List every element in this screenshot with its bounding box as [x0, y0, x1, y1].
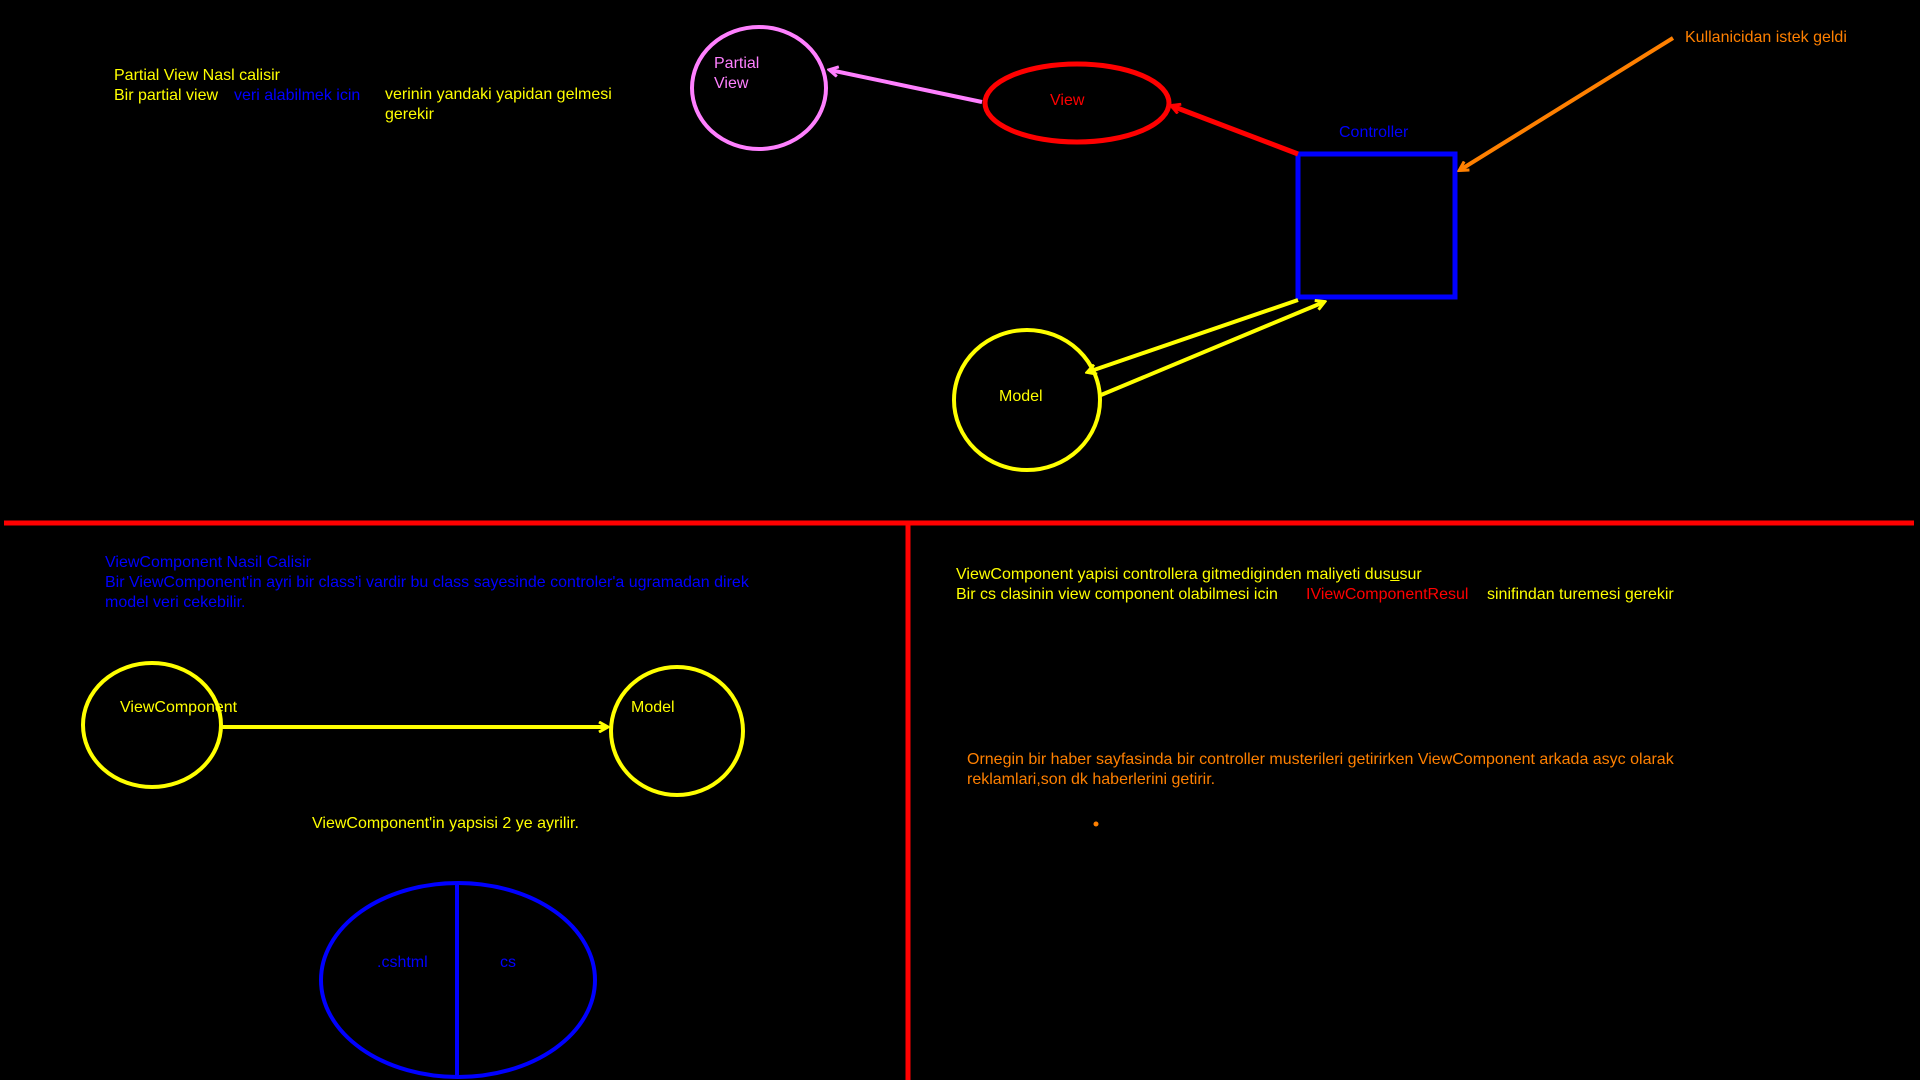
view-to-partial-arrow	[830, 70, 983, 104]
example-line-1: Ornegin bir haber sayfasinda bir control…	[967, 751, 1674, 768]
partial-view-desc-blue: veri alabilmek icin	[234, 87, 361, 104]
model-circle-top	[952, 328, 1102, 472]
viewcomponent-circle	[81, 661, 223, 789]
model-to-controller-arrow	[1100, 302, 1324, 397]
view-label: View	[1050, 92, 1085, 109]
cs-label: cs	[500, 954, 516, 971]
controller-box	[1295, 151, 1458, 300]
viewcomponent-title: ViewComponent Nasil Calisir	[105, 554, 312, 571]
partial-view-label-2: View	[714, 75, 749, 92]
example-line-2: reklamlari,son dk haberlerini getirir.	[967, 771, 1216, 788]
partial-view-desc-suffix-2: gerekir	[385, 106, 434, 123]
cshtml-label: .cshtml	[377, 954, 428, 971]
partial-view-desc-prefix: Bir partial view	[114, 87, 219, 104]
split-description: ViewComponent'in yapsisi 2 ye ayrilir.	[312, 815, 579, 832]
cs-class-note-suffix: sinifindan turemesi gerekir	[1487, 586, 1674, 603]
model-label-bottom: Model	[631, 699, 675, 716]
model-circle-bottom	[609, 665, 745, 797]
partial-view-desc-suffix-1: verinin yandaki yapidan gelmesi	[385, 86, 612, 103]
request-label: Kullanicidan istek geldi	[1685, 29, 1847, 46]
cs-class-note-prefix: Bir cs clasinin view component olabilmes…	[956, 586, 1278, 603]
viewcomponent-desc-1: Bir ViewComponent'in ayri bir class'i va…	[105, 574, 749, 591]
partial-view-label-1: Partial	[714, 55, 760, 72]
cost-note: ViewComponent yapisi controllera gitmedi…	[956, 566, 1422, 583]
orange-dot	[1093, 821, 1099, 827]
viewcomponent-desc-2: model veri cekebilir.	[105, 594, 246, 611]
controller-to-view-arrow	[1172, 106, 1299, 157]
partial-view-circle	[690, 25, 828, 151]
controller-label: Controller	[1339, 124, 1409, 141]
controller-to-model-arrow	[1088, 298, 1299, 372]
model-label-top: Model	[999, 388, 1043, 405]
partial-view-title: Partial View Nasl calisir	[114, 67, 280, 84]
interface-name: IViewComponentResul	[1306, 586, 1469, 603]
viewcomponent-node-label: ViewComponent	[120, 699, 238, 716]
request-arrow	[1460, 36, 1675, 170]
